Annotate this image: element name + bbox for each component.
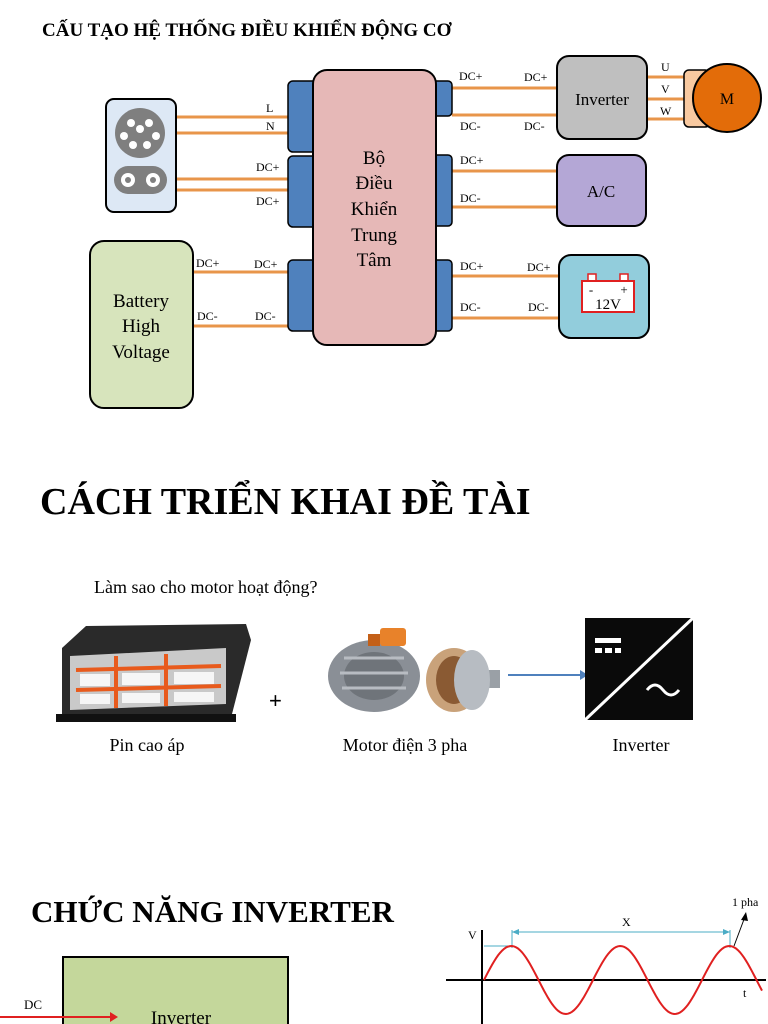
ac-box (556, 154, 647, 227)
controller-line-1: Bộ (363, 148, 385, 169)
hv-battery-line-3: Voltage (112, 342, 170, 363)
hv-battery-pack-image (56, 624, 251, 722)
inverter-block-diagram: Inverter DC (0, 956, 289, 1024)
caption-battery: Pin cao áp (109, 735, 185, 755)
t-axis-label: t (743, 986, 747, 1000)
label-dcp-12v-right: DC+ (527, 260, 551, 274)
label-dcp-inv-right: DC+ (524, 70, 548, 84)
hv-battery-line-1: Battery (113, 291, 169, 312)
controller-line-5: Tâm (357, 250, 392, 271)
label-dcm-hv-right: DC- (255, 309, 276, 323)
system-structure-title: CẤU TẠO HỆ THỐNG ĐIỀU KHIỂN ĐỘNG CƠ (42, 20, 452, 41)
dc-input-label: DC (24, 997, 42, 1012)
sine-curve (483, 944, 763, 1016)
label-phase-v: V (661, 82, 670, 96)
inverter-label: Inverter (575, 90, 629, 109)
battery-12v-plus: + (620, 282, 627, 297)
central-controller-box (312, 69, 437, 346)
single-phase-label: 1 pha (732, 895, 759, 909)
period-label: X (622, 915, 631, 929)
inverter-function-title: CHỨC NĂNG INVERTER (31, 894, 394, 929)
label-dcp-hv-right: DC+ (254, 257, 278, 271)
controller-line-2: Điều (356, 173, 393, 194)
label-dcp-12v-left: DC+ (460, 259, 484, 273)
hv-battery-box (89, 240, 194, 409)
implementation-title: CÁCH TRIỂN KHAI ĐỀ TÀI (40, 481, 531, 523)
left-connectors (287, 80, 319, 332)
motor-question: Làm sao cho motor hoạt động? (94, 577, 318, 597)
v-axis-label: V (468, 928, 477, 942)
label-dcm-inv-right: DC- (524, 119, 545, 133)
controller-line-3: Khiển (351, 199, 398, 220)
inverter-box (556, 55, 648, 140)
caption-motor: Motor điện 3 pha (342, 735, 468, 755)
label-phase-u: U (661, 60, 670, 74)
battery-12v-minus: - (589, 282, 593, 297)
label-dcp-inv-left: DC+ (459, 69, 483, 83)
arrow-to-inverter (508, 670, 588, 680)
three-phase-motor-image (328, 628, 500, 712)
label-dcm-12v-right: DC- (528, 300, 549, 314)
label-dcm-ac: DC- (460, 191, 481, 205)
label-dcp-ac: DC+ (460, 153, 484, 167)
label-l: L (266, 101, 273, 115)
plus-sign: + (269, 688, 282, 713)
motor-label: M (720, 91, 734, 108)
inverter-symbol-icon (585, 618, 693, 720)
ac-label: A/C (587, 182, 615, 201)
label-dcm-12v-left: DC- (460, 300, 481, 314)
label-dcm-hv-left: DC- (197, 309, 218, 323)
control-system-diagram: Battery High Voltage Bộ Điều Khiển Trung… (89, 55, 762, 409)
battery-12v-label: 12V (595, 297, 621, 313)
hv-battery-line-2: High (122, 316, 161, 337)
caption-inverter: Inverter (612, 735, 670, 755)
inverter-green-box (62, 956, 289, 1024)
controller-line-4: Trung (351, 225, 397, 246)
wires (176, 75, 688, 328)
inverter-block-label: Inverter (151, 1008, 212, 1024)
battery-12v-icon (581, 273, 635, 313)
charging-port-icon (105, 98, 177, 213)
motor-icon (683, 63, 762, 133)
label-dcp-charge-1: DC+ (256, 160, 280, 174)
sine-wave-chart: V X t 1 pha (446, 895, 766, 1024)
label-dcp-charge-2: DC+ (256, 194, 280, 208)
label-phase-w: W (660, 104, 672, 118)
label-dcm-inv-left: DC- (460, 119, 481, 133)
label-dcp-hv-left: DC+ (196, 256, 220, 270)
label-n: N (266, 119, 275, 133)
